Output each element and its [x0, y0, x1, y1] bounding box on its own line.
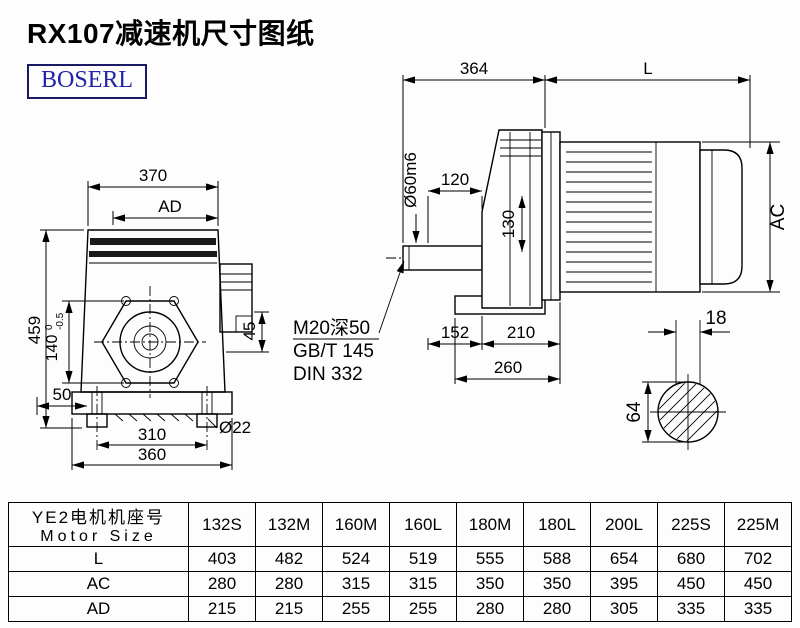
dim-310-label: 310: [138, 425, 166, 444]
ground-hatch: [114, 413, 194, 422]
dim-64-label: 64: [624, 401, 645, 423]
value-cell: 305: [590, 596, 658, 622]
dim-459-label: 459: [25, 316, 44, 344]
header-motor-size: YE2电机机座号 Motor Size: [8, 502, 189, 547]
value-cell: 280: [188, 571, 256, 597]
value-cell: 350: [456, 571, 524, 597]
column-header: 180L: [523, 502, 591, 547]
value-cell: 335: [724, 596, 792, 622]
value-cell: 524: [322, 546, 390, 572]
column-header: 225S: [657, 502, 725, 547]
table-header-row: YE2电机机座号 Motor Size 132S 132M 160M 160L …: [8, 502, 792, 547]
shaft-detail-view: 18 64: [624, 308, 730, 450]
column-header: 160L: [389, 502, 457, 547]
row-label: AD: [8, 596, 189, 622]
thread-note-gb-standard: GB/T 145: [293, 341, 374, 362]
table-row-AC: AC 280 280 315 315 350 350 395 450 450: [8, 571, 792, 597]
dim-210-label: 210: [507, 323, 535, 342]
column-header: 132S: [188, 502, 256, 547]
value-cell: 654: [590, 546, 658, 572]
dim-50-label: 50: [53, 385, 72, 404]
table-row-AD: AD 215 215 255 255 280 280 305 335 335: [8, 596, 792, 622]
value-cell: 335: [657, 596, 725, 622]
value-cell: 588: [523, 546, 591, 572]
dim-shaft-diameter-label: Ø60m6: [401, 152, 420, 208]
value-cell: 280: [255, 571, 323, 597]
output-shaft: [402, 245, 483, 271]
front-rib-band: [89, 251, 217, 257]
value-cell: 680: [657, 546, 725, 572]
value-cell: 702: [724, 546, 792, 572]
dim-370-label: 370: [139, 166, 167, 185]
column-header: 200L: [590, 502, 658, 547]
brand-text: BOSERL: [41, 67, 134, 93]
dim-140-tol-upper: 0: [44, 324, 55, 330]
front-base: [71, 391, 233, 415]
row-label: L: [8, 546, 189, 572]
header-motor-size-cn: YE2电机机座号: [31, 508, 166, 527]
dim-140-tol-lower: -0.5: [55, 312, 66, 330]
dim-364-label: 364: [460, 59, 488, 78]
page-title: RX107减速机尺寸图纸: [27, 18, 315, 49]
table-row-L: L 403 482 524 519 555 588 654 680 702: [8, 546, 792, 572]
dim-l-label: L: [643, 59, 652, 78]
value-cell: 450: [724, 571, 792, 597]
dim-ad-label: AD: [158, 197, 182, 216]
value-cell: 395: [590, 571, 658, 597]
dim-hole-label: Ø22: [219, 418, 251, 437]
column-header: 160M: [322, 502, 390, 547]
dim-130-label: 130: [499, 210, 518, 238]
dim-360-label: 360: [138, 445, 166, 464]
motor-fins: [566, 151, 652, 283]
value-cell: 315: [322, 571, 390, 597]
side-view: 364 L Ø60m6 120 130 AC: [293, 59, 789, 385]
column-header: 132M: [255, 502, 323, 547]
row-label: AC: [8, 571, 189, 597]
value-cell: 280: [523, 596, 591, 622]
technical-drawing: 370 AD 459 140 0 -0.5: [25, 59, 789, 470]
column-header: 225M: [724, 502, 792, 547]
motor-size-table: YE2电机机座号 Motor Size 132S 132M 160M 160L …: [8, 502, 792, 622]
column-header: 180M: [456, 502, 524, 547]
value-cell: 519: [389, 546, 457, 572]
dim-260-label: 260: [494, 358, 522, 377]
dim-45-label: 45: [240, 322, 259, 341]
gearbox-housing: [481, 129, 543, 309]
value-cell: 215: [188, 596, 256, 622]
value-cell: 450: [657, 571, 725, 597]
value-cell: 403: [188, 546, 256, 572]
value-cell: 280: [456, 596, 524, 622]
front-view: 370 AD 459 140 0 -0.5: [25, 166, 269, 470]
value-cell: 315: [389, 571, 457, 597]
value-cell: 215: [255, 596, 323, 622]
value-cell: 555: [456, 546, 524, 572]
thread-note-din-standard: DIN 332: [293, 364, 363, 385]
front-rib-band: [90, 238, 216, 245]
fan-cover: [699, 149, 743, 285]
dim-18-label: 18: [705, 308, 726, 329]
value-cell: 350: [523, 571, 591, 597]
brand-logo: BOSERL: [27, 64, 148, 99]
value-cell: 482: [255, 546, 323, 572]
value-cell: 255: [322, 596, 390, 622]
dim-140-label: 140: [44, 335, 61, 362]
header-motor-size-en: Motor Size: [40, 528, 157, 545]
motor-body: [559, 141, 701, 293]
dim-ac-label: AC: [768, 204, 789, 230]
thread-note-size: M20深50: [293, 317, 370, 339]
value-cell: 255: [389, 596, 457, 622]
dim-152-label: 152: [441, 323, 469, 342]
dim-120-label: 120: [441, 170, 469, 189]
